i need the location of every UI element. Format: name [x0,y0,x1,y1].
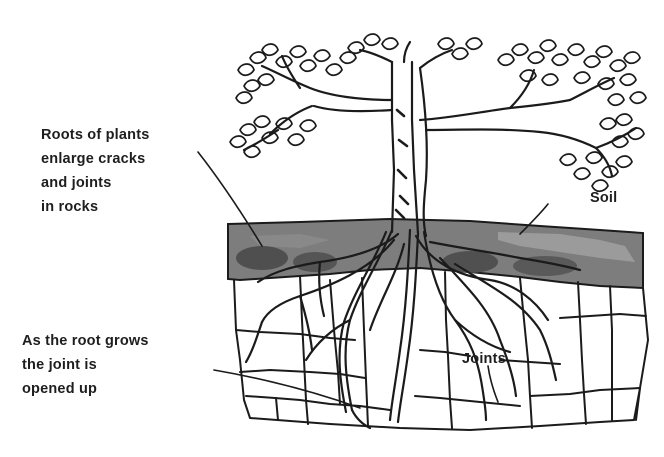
joints-leader-line [488,366,498,402]
tree [244,42,636,236]
roots-label-line-1: Roots of plants [41,127,150,143]
leaves [230,34,646,191]
roots-label-line-3: and joints [41,175,111,191]
roots-label-line-2: enlarge cracks [41,151,145,167]
roots-label-line-4: in rocks [41,199,98,215]
soil-label: Soil [590,190,617,206]
grows-label-line-2: the joint is [22,357,97,373]
grows-label-line-3: opened up [22,381,97,397]
joints-label: Joints [462,351,506,367]
grows-label-line-1: As the root grows [22,333,149,349]
